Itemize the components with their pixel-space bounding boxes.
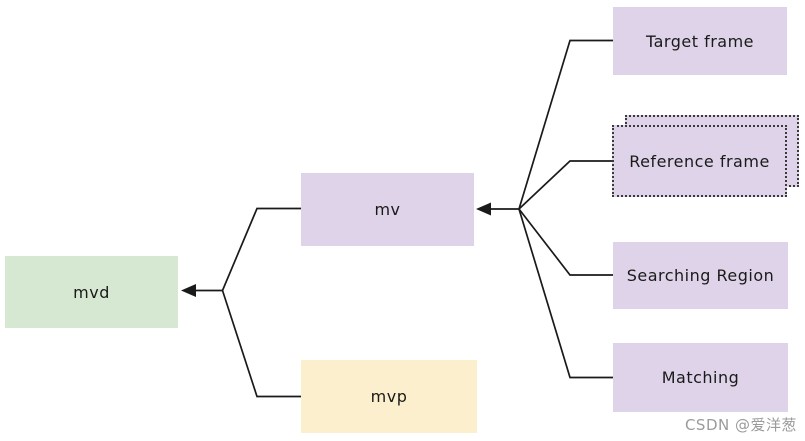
node-searching-region-label: Searching Region [626,266,775,285]
node-mvd-label: mvd [73,282,110,302]
edge-matching-branch [518,208,613,379]
arrowhead-to-mv [476,202,491,216]
edge-target-branch [518,39,613,210]
node-reference-frame: Reference frame [612,125,787,197]
node-mv-label: mv [374,200,401,219]
node-mvd: mvd [5,256,178,328]
node-mvp-label: mvp [370,387,408,406]
edge-reference-branch [518,160,612,210]
node-matching-label: Matching [661,368,740,387]
watermark: CSDN @爱洋葱 [684,416,797,434]
node-target-frame-label: Target frame [645,31,755,51]
arrowhead-to-mvd [181,284,196,297]
edge-mvp-branch [221,290,301,398]
node-reference-frame-label: Reference frame [629,151,770,171]
node-matching: Matching [613,343,788,412]
node-searching-region: Searching Region [613,242,788,309]
edge-searching-branch [518,208,613,276]
edge-mv-branch [221,207,301,291]
node-mvp: mvp [301,360,477,433]
node-target-frame: Target frame [613,7,787,75]
node-mv: mv [301,173,474,246]
